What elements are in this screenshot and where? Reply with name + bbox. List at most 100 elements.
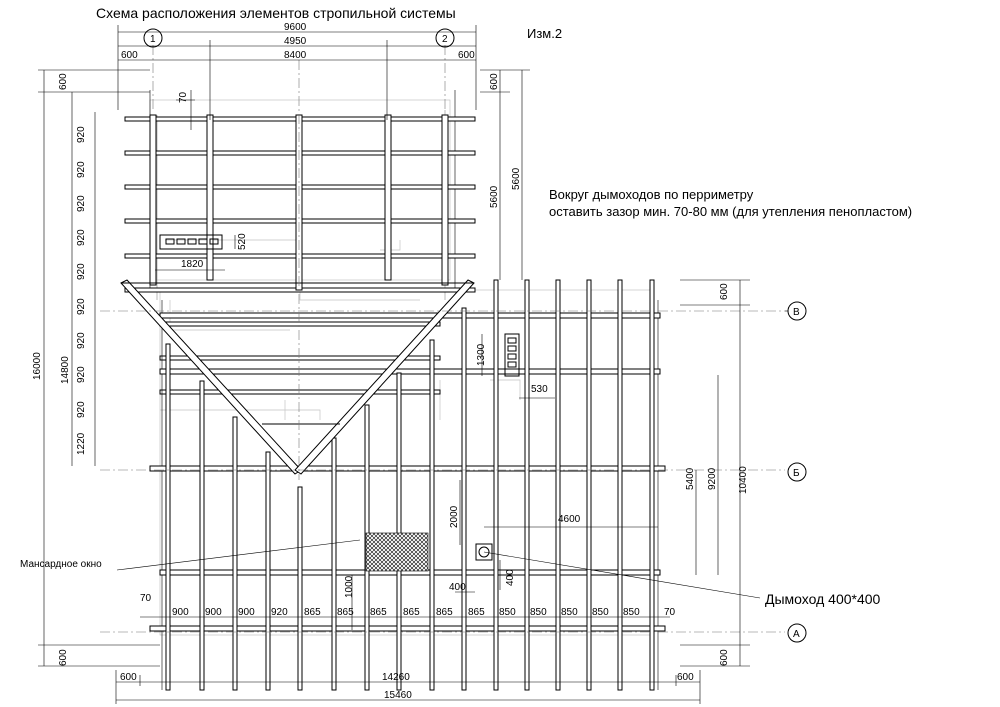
lower-rafter: [297, 486, 303, 691]
dim-70-right: 70: [664, 607, 676, 618]
upper-rafter: [159, 355, 441, 361]
lower-rafter: [232, 416, 238, 691]
leader-lines: [116, 539, 761, 599]
dimension-lines-inner: [155, 90, 658, 630]
chimney-upper: [159, 234, 223, 250]
dim-left-600-top: 600: [58, 73, 69, 90]
left-spacing-label: 920: [76, 401, 87, 418]
left-spacing-label: 920: [76, 161, 87, 178]
dim-right-5600-a: 5600: [489, 185, 500, 208]
axis-label-b: Б: [793, 468, 800, 479]
axis-label-v: В: [793, 307, 800, 318]
lower-rafter: [649, 279, 655, 691]
left-spacing-label: 920: [76, 366, 87, 383]
dim-400-vertical: 400: [505, 569, 516, 586]
left-spacing-label: 920: [76, 332, 87, 349]
bottom-spacing-label: 865: [403, 607, 420, 618]
dim-top-8400: 8400: [284, 50, 307, 61]
left-spacing-label: 920: [76, 195, 87, 212]
dim-right-600-v: 600: [719, 283, 730, 300]
bottom-rafter-spacing-dims: 900 900 900 920 865 865 865 865 865 865 850 850 850 8…: [172, 607, 640, 618]
lower-rafter: [524, 279, 530, 691]
chimney-middle: [504, 333, 520, 377]
bottom-spacing-label: 865: [337, 607, 354, 618]
dim-right-9200: 9200: [707, 467, 718, 490]
axis-bubbles: [143, 28, 807, 643]
lower-rafter: [265, 451, 271, 691]
lower-rafter: [429, 339, 435, 691]
axis-lines: [100, 45, 785, 633]
dim-left-600-bottom: 600: [58, 649, 69, 666]
bottom-spacing-label: 850: [623, 607, 640, 618]
dormer-window: [365, 532, 429, 572]
dimension-lines-left: [38, 69, 160, 667]
lower-rafter: [165, 343, 171, 691]
bottom-spacing-label: 850: [499, 607, 516, 618]
left-spacing-label: 920: [76, 126, 87, 143]
lower-rafter: [331, 437, 337, 691]
bottom-spacing-label: 850: [561, 607, 578, 618]
lower-rafter: [617, 279, 623, 691]
bottom-spacing-label: 900: [238, 607, 255, 618]
axis-label-1: 1: [150, 34, 156, 45]
dim-right-600-top: 600: [489, 73, 500, 90]
lower-rafter: [555, 279, 561, 691]
dim-bottom-15460: 15460: [384, 690, 412, 701]
axis-label-2: 2: [442, 34, 448, 45]
bottom-spacing-label: 865: [304, 607, 321, 618]
revision-label: Изм.2: [527, 26, 562, 41]
left-spacing-label: 920: [76, 263, 87, 280]
dim-bottom-14260: 14260: [382, 672, 410, 683]
dim-1000: 1000: [344, 575, 355, 598]
dim-right-10400: 10400: [738, 466, 749, 494]
dim-520: 520: [237, 233, 248, 250]
dim-70-left: 70: [140, 593, 152, 604]
lower-rafter: [586, 279, 592, 691]
dim-top-4950: 4950: [284, 36, 307, 47]
dim-4600: 4600: [558, 514, 581, 525]
left-spacing-label: 1220: [76, 432, 87, 455]
lower-rafters: [165, 279, 655, 691]
lower-block-frame: [149, 300, 666, 690]
dim-1300: 1300: [476, 343, 487, 366]
lower-rafter: [396, 372, 402, 691]
dim-2000: 2000: [449, 505, 460, 528]
chimney-label: Дымоход 400*400: [765, 591, 881, 607]
lower-rafter: [461, 307, 467, 691]
dormer-window-label: Мансардное окно: [20, 559, 102, 570]
dimension-lines-top: [117, 25, 477, 120]
dim-left-14800: 14800: [60, 356, 71, 384]
valley-rafters: [120, 279, 475, 475]
chimney-lower: [475, 543, 493, 561]
bottom-spacing-label: 900: [205, 607, 222, 618]
dim-top-600-left: 600: [121, 50, 138, 61]
dim-top-600-right: 600: [458, 50, 475, 61]
drawing-title: Схема расположения элементов стропильной…: [96, 5, 456, 21]
dim-right-5600-b: 5600: [511, 167, 522, 190]
bottom-spacing-label: 920: [271, 607, 288, 618]
dim-right-5400: 5400: [685, 467, 696, 490]
dimension-lines-right: [480, 69, 750, 667]
bottom-spacing-label: 865: [468, 607, 485, 618]
dim-right-600-bottom: 600: [719, 649, 730, 666]
dim-1820: 1820: [181, 259, 204, 270]
dim-top-overall: 9600: [284, 22, 307, 33]
upper-rafter: [159, 389, 441, 395]
lower-rafter: [199, 380, 205, 691]
left-spacing-label: 920: [76, 298, 87, 315]
dim-left-16000: 16000: [32, 352, 43, 380]
dim-70-top: 70: [178, 91, 189, 103]
dim-400-horizontal: 400: [449, 582, 466, 593]
dim-bottom-600-left: 600: [120, 672, 137, 683]
bottom-spacing-label: 865: [370, 607, 387, 618]
upper-rafter: [159, 321, 441, 327]
lower-rafter: [493, 279, 499, 691]
dim-bottom-600-right: 600: [677, 672, 694, 683]
bottom-spacing-label: 865: [436, 607, 453, 618]
dim-530: 530: [531, 384, 548, 395]
bottom-spacing-label: 900: [172, 607, 189, 618]
note-line-2: оставить зазор мин. 70-80 мм (для утепле…: [549, 204, 912, 219]
bottom-spacing-label: 850: [530, 607, 547, 618]
